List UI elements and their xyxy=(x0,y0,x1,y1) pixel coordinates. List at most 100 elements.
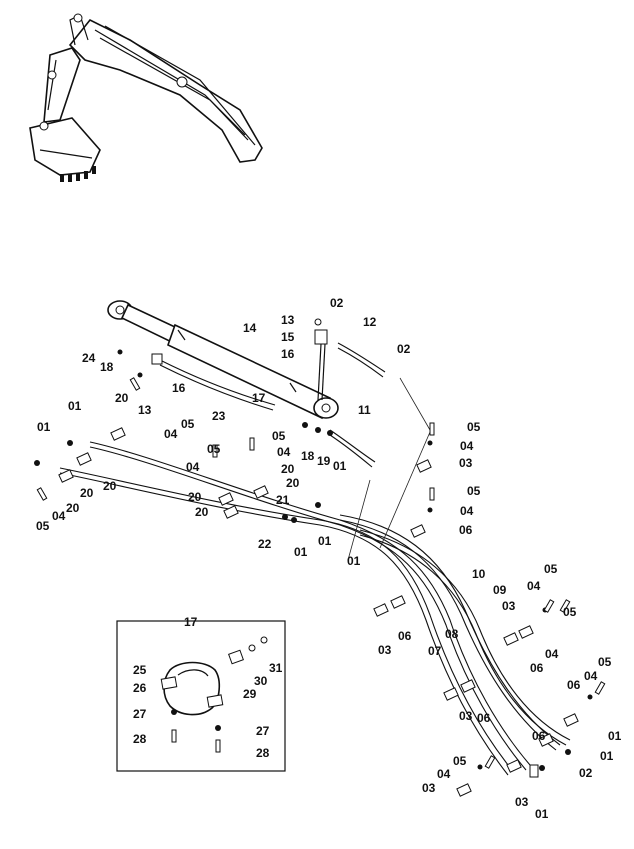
part-label-l20e: 20 xyxy=(80,486,94,500)
part-label-l03e: 03 xyxy=(422,781,436,795)
part-label-l06c: 06 xyxy=(530,661,544,675)
part-label-l21: 21 xyxy=(276,493,290,507)
boom-pivot xyxy=(176,76,188,88)
part-label-l04h: 04 xyxy=(545,647,559,661)
part-label-l30: 30 xyxy=(254,674,268,688)
part-label-l01e: 01 xyxy=(318,534,332,548)
clamp-17-detail xyxy=(160,636,268,753)
part-label-l19: 19 xyxy=(317,454,331,468)
part-label-l03d: 03 xyxy=(459,709,473,723)
bucket xyxy=(29,117,101,176)
part-label-l05f: 05 xyxy=(36,519,50,533)
part-label-l04i: 04 xyxy=(584,669,598,683)
part-label-l20a: 20 xyxy=(115,391,129,405)
part-label-l02c: 02 xyxy=(579,766,593,780)
part-label-l05e: 05 xyxy=(467,484,481,498)
part-label-l03c: 03 xyxy=(378,643,392,657)
part-label-l01h: 01 xyxy=(600,749,614,763)
part-label-l05b: 05 xyxy=(467,420,481,434)
part-label-l18b: 18 xyxy=(301,449,315,463)
pipe-23 xyxy=(151,353,276,411)
part-label-l09: 09 xyxy=(493,583,507,597)
hose-11 xyxy=(329,429,376,468)
part-label-l05g: 05 xyxy=(544,562,558,576)
part-label-l05c: 05 xyxy=(272,429,286,443)
part-label-l13b: 13 xyxy=(138,403,152,417)
part-label-l01d: 01 xyxy=(294,545,308,559)
part-label-l01i: 01 xyxy=(535,807,549,821)
clamp-assembly-inset xyxy=(116,620,286,772)
part-label-l20f: 20 xyxy=(188,490,202,504)
part-number-labels: 02 13 12 14 15 16 02 24 18 16 20 17 01 13 11 23 05 05 01 04… xyxy=(36,296,622,821)
part-label-l28b: 28 xyxy=(256,746,270,760)
part-label-l17a: 17 xyxy=(252,391,266,405)
part-label-l03f: 03 xyxy=(515,795,529,809)
part-label-l03b: 03 xyxy=(502,599,516,613)
part-label-l05a: 05 xyxy=(181,417,195,431)
part-label-l02b: 02 xyxy=(397,342,411,356)
part-label-l14: 14 xyxy=(243,321,257,335)
part-label-l01g: 01 xyxy=(608,729,622,743)
part-label-l15: 15 xyxy=(281,330,295,344)
part-label-l08: 08 xyxy=(445,627,459,641)
part-label-l25: 25 xyxy=(133,663,147,677)
arm-cylinder xyxy=(107,300,339,420)
part-label-l04b: 04 xyxy=(460,439,474,453)
part-label-l27b: 27 xyxy=(256,724,270,738)
part-label-l04f: 04 xyxy=(460,504,474,518)
part-label-l16a: 16 xyxy=(281,347,295,361)
part-label-l10: 10 xyxy=(472,567,486,581)
part-label-l22: 22 xyxy=(258,537,272,551)
part-label-l04d: 04 xyxy=(186,460,200,474)
part-label-l07: 07 xyxy=(428,644,442,658)
part-label-l02a: 02 xyxy=(330,296,344,310)
hose-12 xyxy=(337,342,386,378)
clamps xyxy=(58,427,579,797)
leader-lines xyxy=(347,377,431,561)
part-label-l27a: 27 xyxy=(133,707,147,721)
pipe-riser xyxy=(314,318,328,401)
part-label-l16b: 16 xyxy=(172,381,186,395)
part-label-l06d: 06 xyxy=(567,678,581,692)
part-label-l01a: 01 xyxy=(68,399,82,413)
part-label-l20g: 20 xyxy=(66,501,80,515)
part-label-l17b: 17 xyxy=(184,615,198,629)
part-label-l01c: 01 xyxy=(333,459,347,473)
part-label-l05d: 05 xyxy=(207,442,221,456)
long-pipes xyxy=(59,441,571,776)
part-label-l06e: 06 xyxy=(477,711,491,725)
part-label-l05h: 05 xyxy=(563,605,577,619)
part-label-l01f: 01 xyxy=(347,554,361,568)
part-label-l20b: 20 xyxy=(281,462,295,476)
part-label-l11: 11 xyxy=(358,403,371,417)
part-label-l04g: 04 xyxy=(527,579,541,593)
part-label-l03a: 03 xyxy=(459,456,473,470)
fittings xyxy=(34,349,606,778)
arm-body xyxy=(43,47,81,123)
part-label-l13a: 13 xyxy=(281,313,295,327)
part-label-l06a: 06 xyxy=(459,523,473,537)
part-label-l23: 23 xyxy=(212,409,226,423)
part-label-l20c: 20 xyxy=(286,476,300,490)
part-label-l28a: 28 xyxy=(133,732,147,746)
part-label-l31: 31 xyxy=(269,661,283,675)
part-label-l20d: 20 xyxy=(103,479,117,493)
part-label-l05i: 05 xyxy=(598,655,612,669)
part-label-l26: 26 xyxy=(133,681,147,695)
boom-body xyxy=(68,18,263,163)
part-label-l24: 24 xyxy=(82,351,96,365)
part-label-l04e: 04 xyxy=(52,509,66,523)
part-label-l06f: 06 xyxy=(532,729,546,743)
part-label-l18a: 18 xyxy=(100,360,114,374)
part-label-l05j: 05 xyxy=(453,754,467,768)
part-label-l04a: 04 xyxy=(164,427,178,441)
part-label-l20h: 20 xyxy=(195,505,209,519)
part-label-l04j: 04 xyxy=(437,767,451,781)
part-label-l01b: 01 xyxy=(37,420,51,434)
part-label-l04c: 04 xyxy=(277,445,291,459)
part-label-l29: 29 xyxy=(243,687,257,701)
part-label-l12: 12 xyxy=(363,315,377,329)
part-label-l06b: 06 xyxy=(398,629,412,643)
excavator-boom-overview xyxy=(29,13,263,182)
